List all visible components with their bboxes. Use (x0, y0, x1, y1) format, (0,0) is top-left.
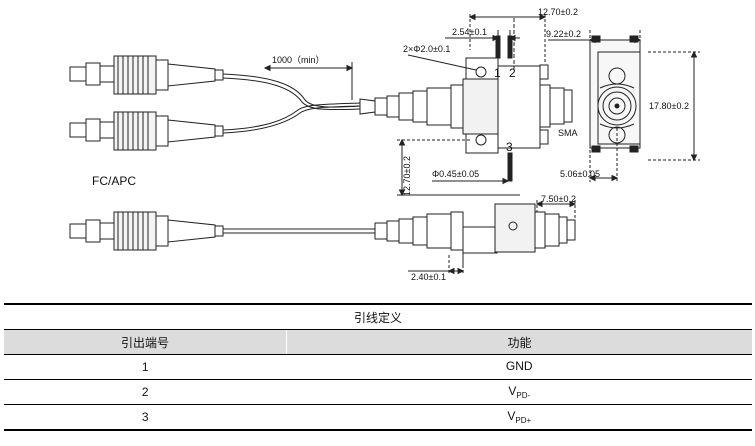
fiber-pair (222, 73, 376, 134)
pin-3-label: 3 (506, 140, 513, 154)
fc-apc-connector-lower (69, 211, 375, 251)
pin-number-cell: 3 (4, 404, 287, 431)
pin-2-label: 2 (509, 66, 516, 80)
photodiode-side-view (589, 35, 641, 153)
table-caption: 引线定义 (4, 303, 752, 330)
table-row: 1 GND (4, 354, 752, 380)
fiber-length-label: 1000（min） (272, 55, 325, 65)
function-cell: VPD+ (286, 404, 752, 431)
dim-side-width-label: 9.22±0.2 (546, 29, 581, 39)
dim-holes-label: 2×Φ2.0±0.1 (403, 44, 450, 54)
pin-number-cell: 1 (4, 354, 287, 380)
dim-pin-diameter-label: Φ0.45±0.05 (432, 169, 479, 179)
package-outline-drawing: FC/APC 1000（min） SMA 1 2 3 2.54±0.1 12.7… (69, 7, 700, 282)
pin-definition-table: 引线定义 引出端号 功能 1 GND 2 VPD- 3 VPD+ (4, 303, 752, 431)
dim-pitch-label: 2.54±0.1 (452, 27, 487, 37)
pin-1-label: 1 (494, 66, 501, 80)
output-connector-label: SMA (558, 128, 578, 138)
header-pin-number: 引出端号 (4, 329, 287, 355)
fc-apc-connector-upper (69, 55, 224, 95)
dim-pin-length-label: 12.70±0.2 (402, 156, 412, 196)
pin-number-cell: 2 (4, 379, 287, 405)
dim-lower-offset-label: 2.40±0.1 (411, 272, 446, 282)
photodiode-body-top-view (374, 35, 573, 182)
dim-top-width-label: 12.70±0.2 (538, 7, 578, 17)
function-cell: GND (286, 354, 752, 380)
connector-type-label: FC/APC (92, 174, 136, 188)
dim-side-offset-label: 5.06±0.05 (560, 169, 600, 179)
dim-side-height-label: 17.80±0.2 (649, 101, 689, 111)
dim-lower-width-label: 7.50±0.2 (541, 194, 576, 204)
header-function: 功能 (286, 329, 752, 355)
fc-apc-connector-middle (69, 111, 224, 151)
table-row: 2 VPD- (4, 379, 752, 405)
function-cell: VPD- (286, 379, 752, 405)
table-row: 3 VPD+ (4, 404, 752, 431)
photodiode-body-lower-view (374, 203, 576, 268)
